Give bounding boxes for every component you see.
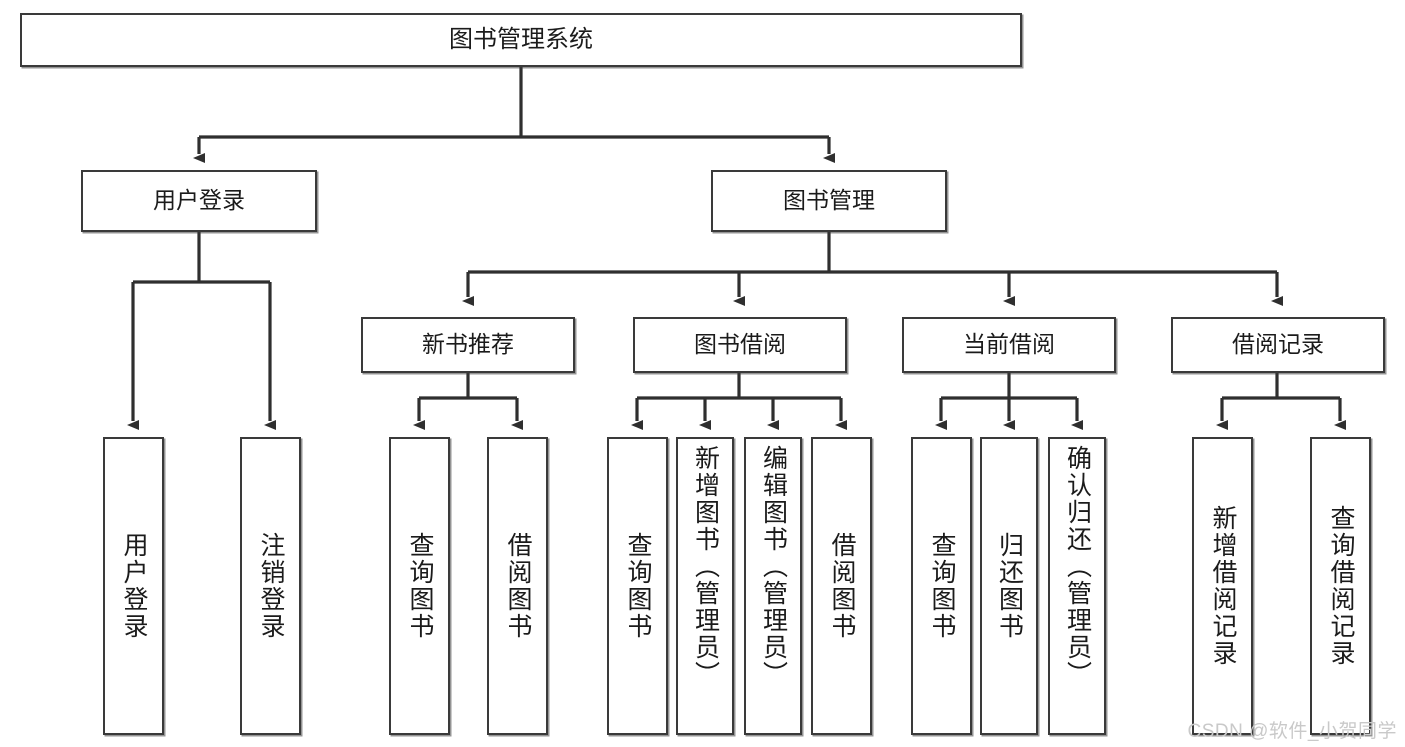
leaf-user-login-label: 用户登录 bbox=[120, 532, 148, 640]
node-book-manage-label: 图书管理 bbox=[783, 187, 875, 214]
node-root-label: 图书管理系统 bbox=[449, 25, 593, 53]
node-new-book-rec-label: 新书推荐 bbox=[422, 331, 514, 358]
leaf-user-logout[interactable]: 注销登录 bbox=[240, 437, 301, 735]
node-current-borrow-label: 当前借阅 bbox=[963, 331, 1055, 358]
node-user-login-label: 用户登录 bbox=[153, 187, 245, 214]
node-root[interactable]: 图书管理系统 bbox=[20, 13, 1022, 67]
leaf-query-record-label: 查询借阅记录 bbox=[1327, 505, 1355, 667]
leaf-query-book-1[interactable]: 查询图书 bbox=[389, 437, 450, 735]
watermark: CSDN @软件_小贺同学 bbox=[1187, 721, 1397, 742]
leaf-borrow-book-2-label: 借阅图书 bbox=[828, 532, 856, 640]
leaf-user-logout-label: 注销登录 bbox=[257, 532, 285, 640]
leaf-query-book-1-label: 查询图书 bbox=[406, 532, 434, 640]
node-new-book-rec[interactable]: 新书推荐 bbox=[361, 317, 575, 373]
node-current-borrow[interactable]: 当前借阅 bbox=[902, 317, 1116, 373]
leaf-confirm-return-label: 确认归还（管理员） bbox=[1063, 445, 1092, 688]
leaf-add-record[interactable]: 新增借阅记录 bbox=[1192, 437, 1253, 735]
leaf-return-book-label: 归还图书 bbox=[995, 532, 1024, 640]
leaf-add-record-label: 新增借阅记录 bbox=[1209, 505, 1237, 667]
leaf-query-book-3[interactable]: 查询图书 bbox=[911, 437, 972, 735]
leaf-query-record[interactable]: 查询借阅记录 bbox=[1310, 437, 1371, 735]
node-borrow-record[interactable]: 借阅记录 bbox=[1171, 317, 1385, 373]
leaf-return-book[interactable]: 归还图书 bbox=[980, 437, 1038, 735]
leaf-query-book-3-label: 查询图书 bbox=[928, 532, 956, 640]
leaf-borrow-book-1-label: 借阅图书 bbox=[504, 532, 532, 640]
leaf-borrow-book-2[interactable]: 借阅图书 bbox=[811, 437, 872, 735]
node-user-login[interactable]: 用户登录 bbox=[81, 170, 317, 232]
leaf-add-book-label: 新增图书（管理员） bbox=[691, 445, 720, 688]
node-book-manage[interactable]: 图书管理 bbox=[711, 170, 947, 232]
leaf-edit-book-label: 编辑图书（管理员） bbox=[759, 445, 788, 688]
leaf-confirm-return[interactable]: 确认归还（管理员） bbox=[1048, 437, 1106, 735]
leaf-query-book-2-label: 查询图书 bbox=[624, 532, 652, 640]
leaf-edit-book[interactable]: 编辑图书（管理员） bbox=[744, 437, 802, 735]
node-book-borrow-label: 图书借阅 bbox=[694, 331, 786, 358]
node-book-borrow[interactable]: 图书借阅 bbox=[633, 317, 847, 373]
leaf-add-book[interactable]: 新增图书（管理员） bbox=[676, 437, 734, 735]
leaf-query-book-2[interactable]: 查询图书 bbox=[607, 437, 668, 735]
leaf-borrow-book-1[interactable]: 借阅图书 bbox=[487, 437, 548, 735]
node-borrow-record-label: 借阅记录 bbox=[1232, 331, 1324, 358]
leaf-user-login[interactable]: 用户登录 bbox=[103, 437, 164, 735]
